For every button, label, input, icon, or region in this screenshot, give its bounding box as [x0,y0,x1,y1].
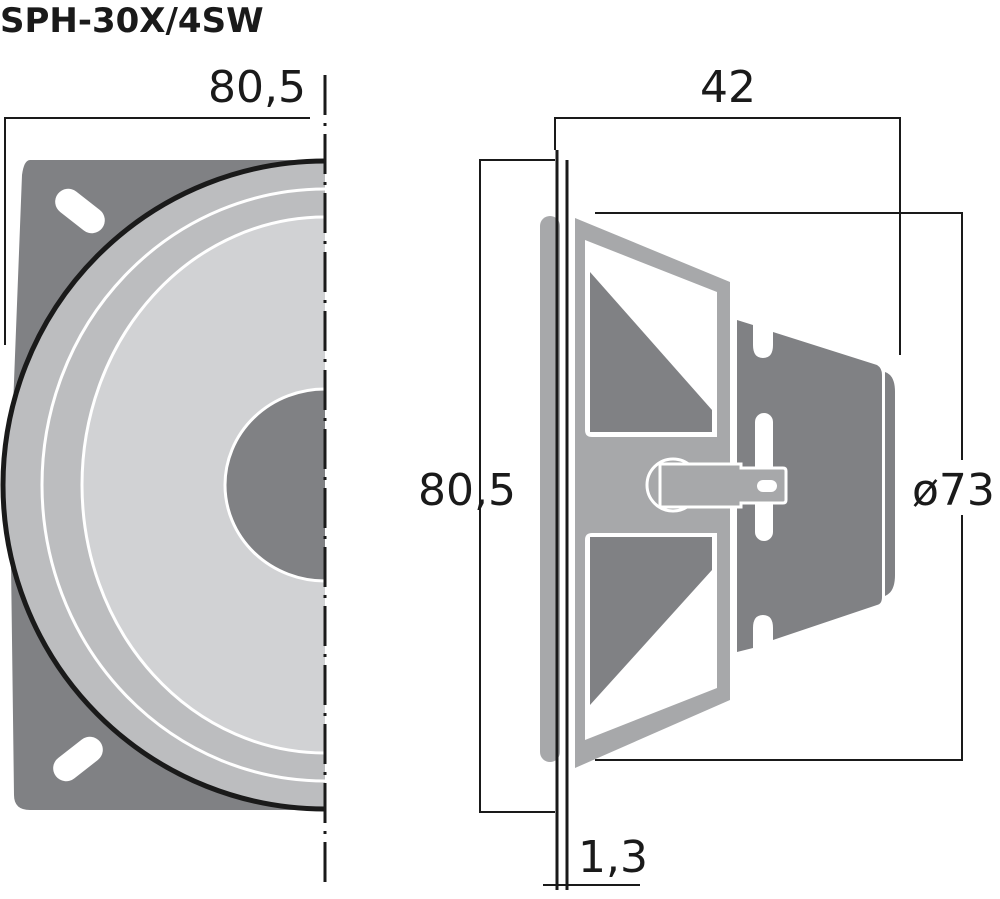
model-title: SPH-30X/4SW [0,1,264,41]
back-cap [885,372,895,596]
basket-window-bottom-shade [590,537,712,705]
dust-cap [223,387,325,583]
magnet [737,320,882,652]
depth-label: 42 [700,62,756,113]
height-label: 80,5 [418,465,516,516]
width-dimension-line [4,117,310,345]
front-view: 80,5 [0,62,327,890]
diameter-dimension-line-bottom [595,515,963,761]
flange-thickness-label: 1,3 [578,832,648,883]
terminal-hole [757,480,777,492]
gasket [540,216,560,762]
basket-window-top-shade [590,272,712,432]
mounting-hole-bottom [53,736,103,782]
diameter-label: ø73 [912,465,995,516]
cone [80,215,325,755]
mounting-hole-top [55,188,105,234]
side-view: 42 80,5 ø73 1,3 [418,62,995,890]
depth-dimension-line [554,117,901,355]
diameter-dimension-line-top [595,212,963,460]
height-dimension-line [479,159,555,813]
solder-terminal [658,462,788,509]
front-width-label: 80,5 [208,62,306,113]
